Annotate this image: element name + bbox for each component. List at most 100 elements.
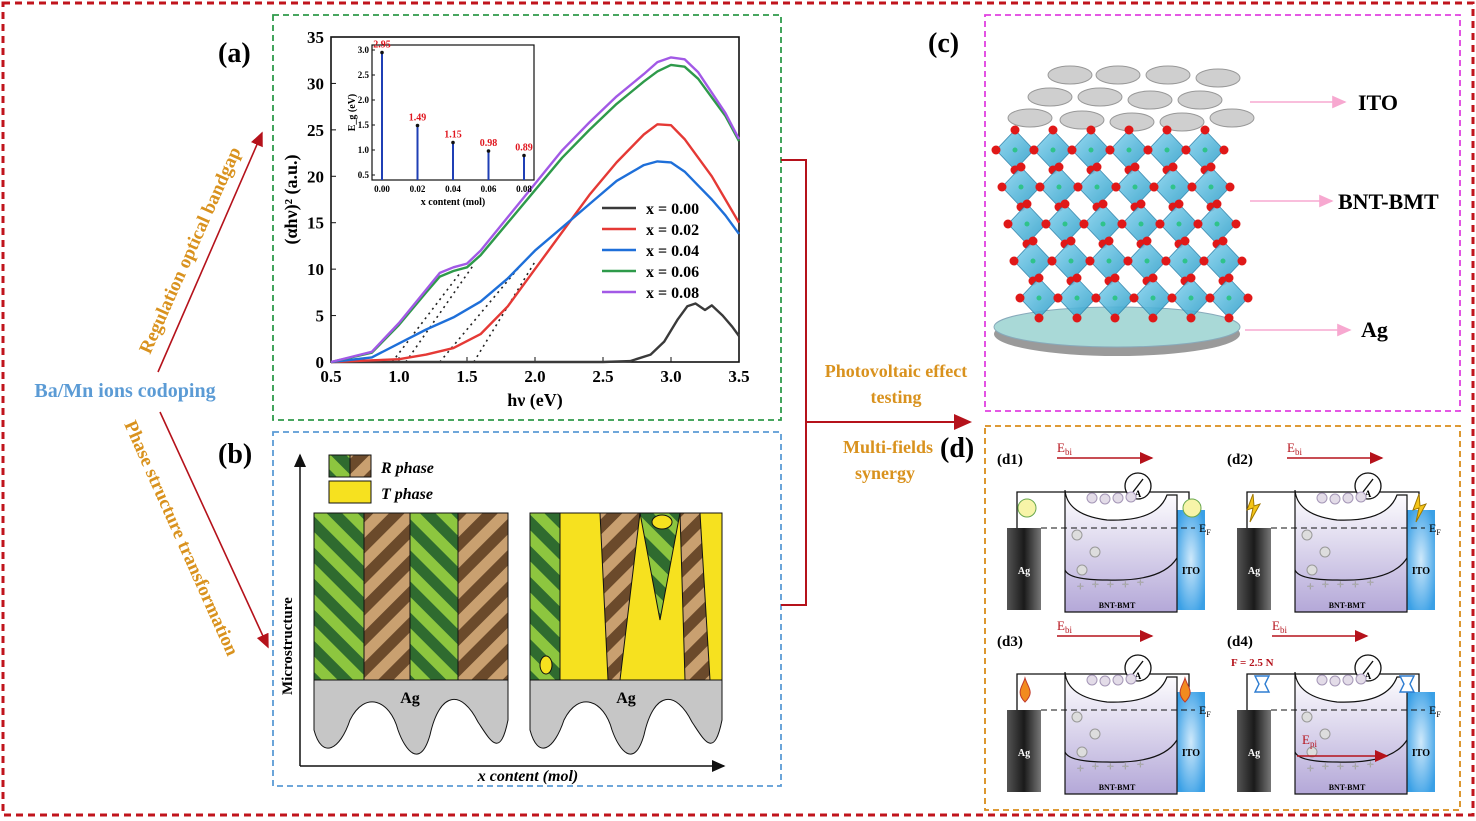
b-site-atom xyxy=(1170,184,1176,190)
plus-charge: + xyxy=(1077,761,1084,775)
tangent-line xyxy=(473,261,536,363)
ammeter-label: A xyxy=(1135,489,1142,499)
inset-point xyxy=(380,50,384,55)
plus-charge: + xyxy=(1107,759,1114,773)
inset-point xyxy=(415,123,420,128)
subpanel-label: (d4) xyxy=(1227,634,1253,650)
subpanel-label: (d3) xyxy=(997,634,1023,650)
oxygen-atom xyxy=(1123,256,1133,266)
oxygen-atom xyxy=(1015,293,1025,303)
ebi-label: Ebi xyxy=(1057,440,1072,457)
ag-electrode-label: Ag xyxy=(1248,566,1260,577)
inset-point xyxy=(486,149,491,153)
x-content-label: x content (mol) xyxy=(477,768,578,785)
arrow-to-phase xyxy=(159,411,269,649)
legend-label: x = 0.02 xyxy=(646,222,699,239)
substrate-ag-label-2: Ag xyxy=(616,690,636,707)
ammeter-label: A xyxy=(1365,489,1372,499)
oxygen-atom xyxy=(1022,199,1032,209)
panel-c-border xyxy=(984,14,1461,412)
ammeter-needle xyxy=(1132,478,1144,493)
ef-label: EF xyxy=(1199,521,1211,537)
oxygen-atom xyxy=(1029,145,1039,155)
hole xyxy=(1301,529,1313,541)
substrate-ag-label-1: Ag xyxy=(400,690,420,707)
oxygen-atom xyxy=(1186,273,1196,283)
ag-electrode xyxy=(1007,528,1041,610)
b-site-atom xyxy=(1018,184,1024,190)
b-site-atom xyxy=(1208,184,1214,190)
plus-charge: + xyxy=(1092,759,1099,773)
ito-disc xyxy=(1177,90,1223,110)
oxygen-atom xyxy=(1079,219,1089,229)
microstructure-label: Microstructure xyxy=(280,597,296,695)
ag-electrode-label: Ag xyxy=(1018,748,1030,759)
flame-icon xyxy=(1179,676,1191,703)
middle-text-1: Photovoltaic effect xyxy=(825,361,967,381)
ito-electrode-label: ITO xyxy=(1412,748,1430,759)
oxygen-atom xyxy=(1067,145,1077,155)
oxygen-atom xyxy=(1243,293,1253,303)
bnt-label: BNT-BMT xyxy=(1329,601,1366,610)
inset-value-label: 1.15 xyxy=(444,130,462,141)
ag-label: Ag xyxy=(1361,317,1388,342)
electron xyxy=(1125,673,1137,685)
hole xyxy=(1089,728,1101,740)
oxygen-atom xyxy=(1111,182,1121,192)
electron xyxy=(1316,674,1328,686)
b-site-atom xyxy=(1176,221,1182,227)
b-site-atom xyxy=(1214,221,1220,227)
hole xyxy=(1089,546,1101,558)
bnt-label: BNT-BMT xyxy=(1329,783,1366,792)
oxygen-atom xyxy=(1034,273,1044,283)
oxygen-atom xyxy=(1016,162,1026,172)
b-site-atom xyxy=(1056,184,1062,190)
subpanel-label: (d1) xyxy=(997,452,1023,468)
plus-charge: + xyxy=(1137,757,1144,771)
b-site-atom xyxy=(1068,258,1074,264)
b-site-atom xyxy=(1012,147,1018,153)
y-axis-label: (αhν)² (a.u.) xyxy=(281,155,302,245)
compression-icon xyxy=(1398,675,1416,693)
y-tick-label: 0 xyxy=(316,353,325,372)
oxygen-atom xyxy=(1136,199,1146,209)
y-tick-label: 5 xyxy=(316,307,325,326)
b-site-atom xyxy=(1226,295,1232,301)
subpanel-label: (d2) xyxy=(1227,452,1253,468)
oxygen-atom xyxy=(1174,199,1184,209)
oxygen-atom xyxy=(1048,125,1058,135)
inset-x-tick-label: 0.06 xyxy=(481,184,497,194)
series-line xyxy=(330,56,741,364)
ef-label: EF xyxy=(1429,521,1441,537)
tangent-line xyxy=(391,272,461,363)
electron xyxy=(1329,675,1341,687)
oxygen-atom xyxy=(1054,162,1064,172)
valence-band-edge xyxy=(1064,739,1178,763)
inset-x-label: x content (mol) xyxy=(421,197,485,208)
x-tick-label: 3.0 xyxy=(660,367,681,386)
plus-charge: + xyxy=(1137,575,1144,589)
series-line xyxy=(330,160,740,364)
legend-label: x = 0.04 xyxy=(646,243,699,260)
electron xyxy=(1112,492,1124,504)
valence-band-edge xyxy=(1294,739,1408,763)
ammeter-needle xyxy=(1362,478,1374,493)
inset-y-tick-label: 1.0 xyxy=(358,145,370,155)
ito-disc xyxy=(1127,90,1173,110)
oxygen-atom xyxy=(1072,273,1082,283)
y-tick-label: 25 xyxy=(307,121,324,140)
b-site-atom xyxy=(1094,184,1100,190)
oxygen-atom xyxy=(1098,199,1108,209)
b-site-atom xyxy=(1112,295,1118,301)
microstructure-r-block: Ag xyxy=(313,512,509,755)
electron xyxy=(1329,493,1341,505)
bnt-label: BNT-BMT xyxy=(1099,783,1136,792)
series-line xyxy=(330,123,741,364)
plus-charge: + xyxy=(1122,759,1129,773)
x-tick-label: 1.5 xyxy=(456,367,477,386)
ammeter-needle xyxy=(1362,660,1374,675)
legend-label: x = 0.06 xyxy=(646,264,699,281)
